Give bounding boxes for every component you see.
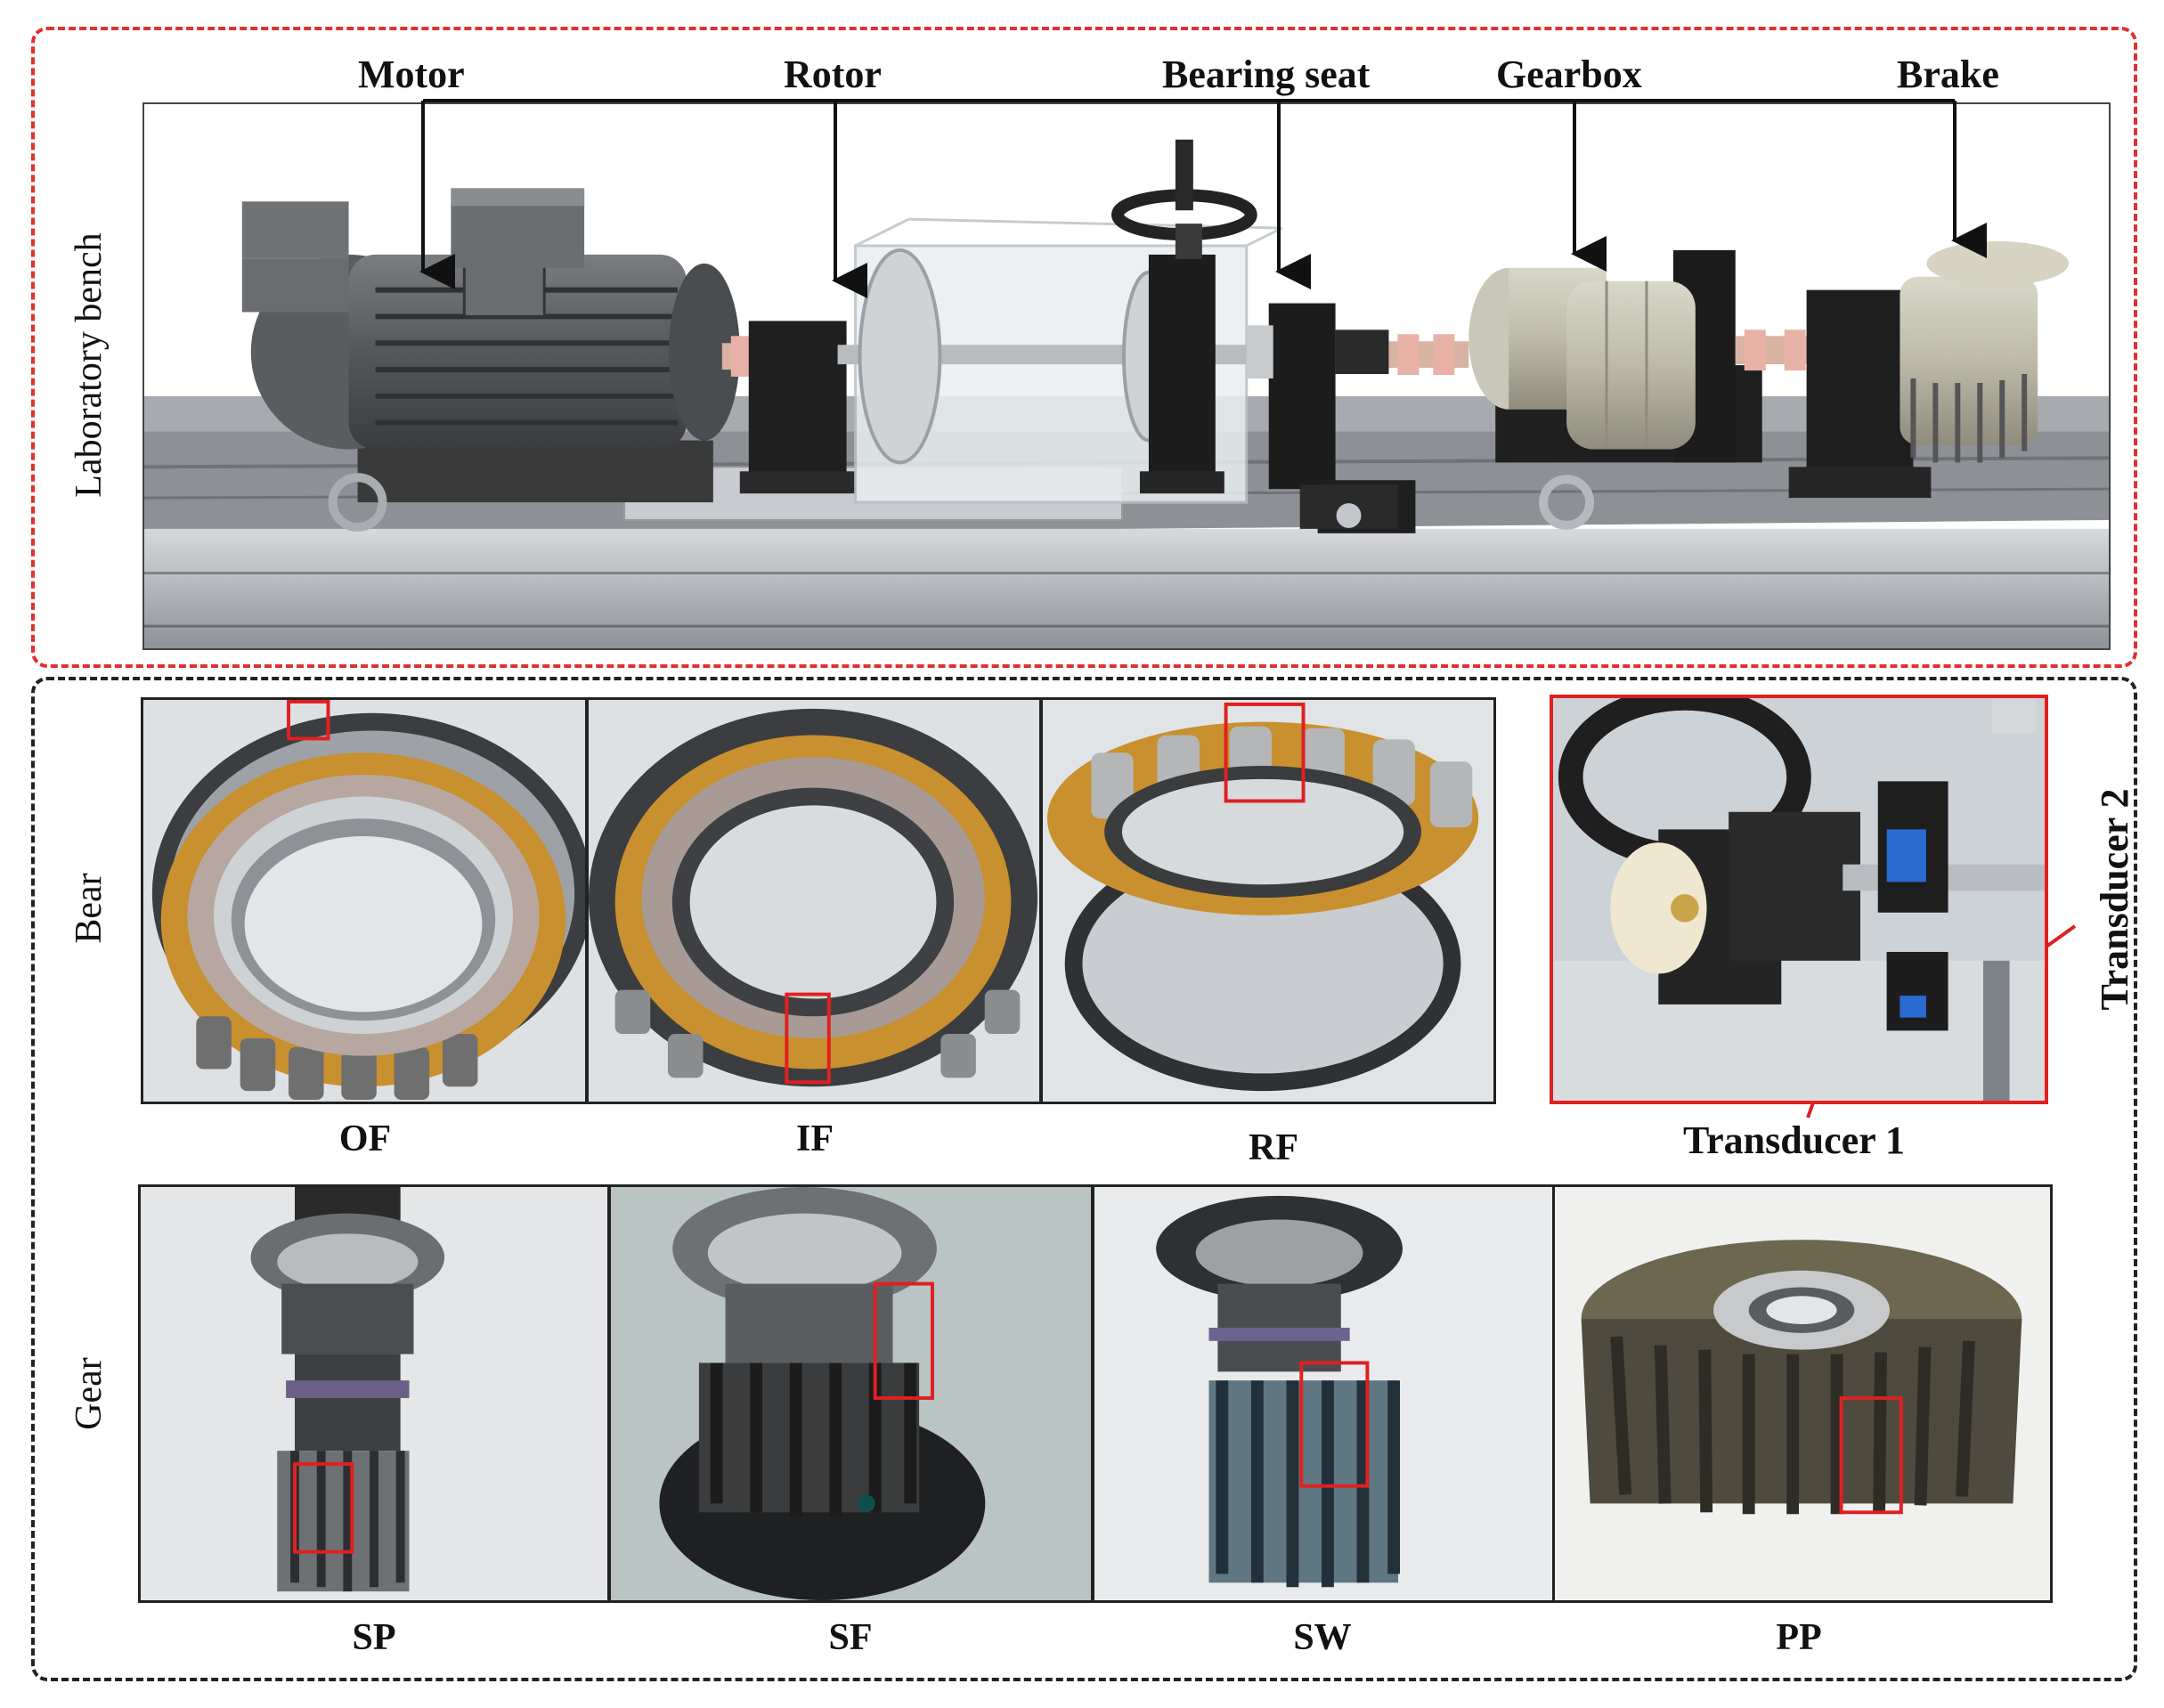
sf-defect-box [873,1281,934,1400]
caption-if: IF [796,1118,834,1159]
caption-pp: PP [1776,1617,1822,1658]
transducer-2-label: Transducer 2 [2093,788,2136,1011]
brake-label: Brake [1897,53,1999,96]
faults-frame [31,677,2137,1681]
caption-of: OF [338,1118,392,1159]
laboratory-bench-frame [31,27,2137,668]
laboratory-bench-label: Laboratory bench [69,232,110,498]
gear-sf-photo [608,1184,1094,1603]
of-defect-box [287,700,330,741]
gear-label: Gear [69,1357,110,1430]
caption-sw: SW [1293,1617,1352,1658]
caption-rf: RF [1249,1127,1298,1168]
rotor-label: Rotor [784,53,882,96]
bear-label: Bear [69,873,110,944]
gear-sp-photo [138,1184,610,1603]
bearing-of-photo [141,697,588,1104]
pp-defect-box [1839,1395,1903,1515]
gear-sw-photo [1092,1184,1555,1603]
sp-defect-box [293,1462,354,1554]
gear-pp-photo [1552,1184,2053,1603]
motor-label: Motor [358,53,465,96]
bearing-if-photo [586,697,1042,1104]
transducer-photo [1550,695,2048,1104]
if-defect-box [785,992,831,1085]
sw-defect-box [1299,1361,1370,1488]
laboratory-bench-photo [142,102,2111,650]
bearing-rf-photo [1040,697,1496,1104]
caption-sp: SP [352,1617,396,1658]
caption-sf: SF [828,1617,873,1658]
gearbox-label: Gearbox [1496,53,1642,96]
transducer-1-label: Transducer 1 [1683,1118,1905,1162]
bearing-seat-label: Bearing seat [1162,53,1371,96]
rf-defect-box [1224,702,1306,803]
